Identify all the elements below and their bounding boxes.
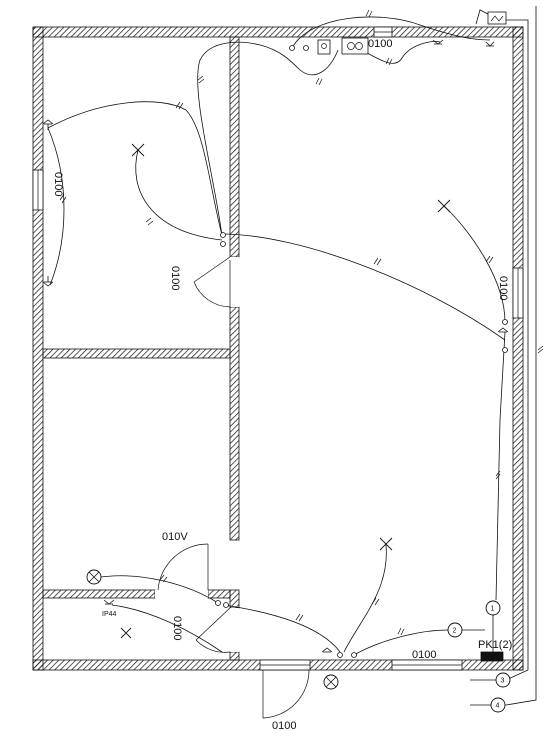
wire-lower-1: [343, 544, 387, 653]
windows: [32, 26, 524, 671]
label-window-bottom: 0100: [412, 649, 436, 661]
wall-partition-horizontal-lower-a: [42, 589, 156, 599]
distribution-panel-icon: [480, 651, 504, 662]
window-right: [512, 267, 524, 319]
window-top: [373, 26, 393, 38]
devices: 1 2 3 4 PK1(2) IP44: [42, 11, 512, 713]
interior-walls: [42, 36, 240, 661]
svg-text:3: 3: [501, 678, 505, 685]
socket-icon: [42, 39, 509, 653]
wire-main-light: [443, 205, 506, 323]
wire-riser: [495, 331, 506, 601]
boiler-icon: [341, 37, 369, 55]
wall-partition-vertical-mid: [229, 306, 240, 541]
label-window-right: 0100: [497, 276, 509, 300]
switch-icon: [215, 45, 508, 658]
wire-main-long: [223, 233, 506, 341]
wire-ul-3: [135, 149, 223, 241]
entrance-opening: [259, 659, 311, 671]
wire-ul-4: [197, 41, 261, 237]
wall-right: [512, 26, 524, 671]
circuit-marker-1: 1: [485, 600, 501, 652]
ceiling-light-icon: [131, 143, 145, 157]
wall-partition-horizontal-upper: [42, 348, 231, 359]
appliance-box-icon: [317, 39, 331, 55]
label-ip-rating: IP44: [102, 611, 117, 618]
svg-text:4: 4: [496, 703, 500, 710]
wall-left: [32, 26, 44, 671]
wire-lower-2: [223, 604, 341, 653]
wall-partition-vertical-lower: [229, 589, 240, 609]
window-left: [32, 169, 44, 211]
circuit-marker-4: 4: [490, 697, 506, 713]
door-entrance: [262, 669, 310, 719]
wiring: [47, 6, 544, 706]
label-door-upper-left: 0100: [169, 266, 181, 290]
exterior-walls: [32, 26, 524, 671]
wall-partition-vertical-bottom: [229, 651, 240, 661]
svg-text:1: 1: [491, 606, 495, 613]
svg-text:2: 2: [453, 628, 457, 635]
doors: [155, 256, 310, 719]
wall-light-icon: [86, 569, 102, 585]
wall-partition-vertical-upper: [229, 36, 240, 258]
wire-ul-2: [47, 127, 65, 286]
wall-partition-horizontal-lower-b: [207, 589, 231, 599]
label-door-middle: 010V: [162, 531, 188, 543]
wall-light-icon: [323, 674, 339, 690]
ceiling-light-icon: [437, 199, 451, 213]
wire-ul-1: [47, 101, 223, 236]
label-door-entrance: 0100: [272, 720, 296, 732]
wire-lower-3: [93, 575, 219, 604]
door-middle: [155, 543, 209, 598]
ceiling-light-icon: [379, 537, 393, 551]
label-panel: PK1(2): [478, 639, 512, 651]
conductor-ticks: [59, 9, 544, 636]
wire-lower-5: [353, 629, 449, 656]
wall-top: [32, 26, 524, 38]
door-upper-left: [193, 256, 239, 308]
wire-lower-4: [111, 604, 223, 653]
circuit-marker-3: 3: [495, 672, 511, 688]
label-window-left: 0100: [52, 172, 64, 196]
plan-labels: 0100 0100 0100 0100 010V 0100 0100 0100: [52, 38, 509, 732]
wire-top-3: [357, 41, 441, 64]
wire-external-feed-2: [470, 6, 537, 706]
meter-box-icon: [487, 11, 507, 25]
door-lower: [195, 607, 239, 653]
wire-external-feed: [470, 19, 529, 681]
label-door-lower: 0100: [171, 616, 183, 640]
window-bottom: [391, 659, 463, 671]
wire-top-2: [291, 16, 491, 49]
label-window-top: 0100: [368, 38, 392, 50]
circuit-marker-2: 2: [447, 622, 485, 638]
ceiling-light-icon: [120, 627, 132, 639]
wire-top-1: [259, 44, 339, 76]
